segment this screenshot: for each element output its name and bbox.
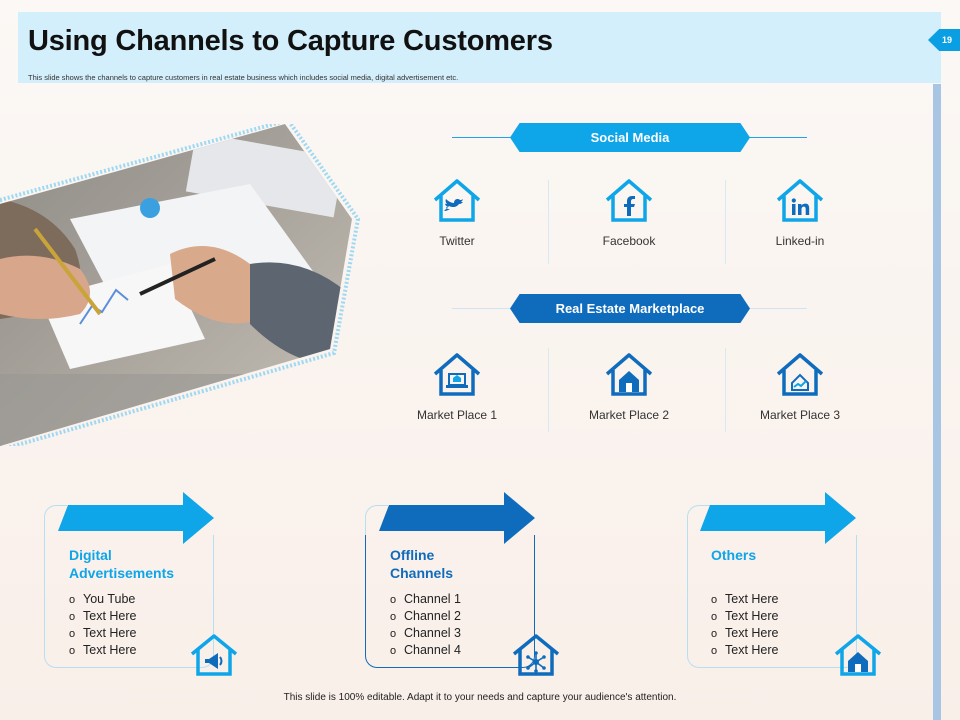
- card-title: Offline Channels: [390, 547, 454, 581]
- list-item: Text Here: [711, 591, 779, 608]
- market-place-label: Market Place 3: [759, 408, 841, 422]
- separator: [725, 348, 726, 432]
- market-place-label: Market Place 2: [588, 408, 670, 422]
- channel-label: Linked-in: [775, 234, 825, 248]
- card-frame-top: [365, 505, 388, 536]
- offline-channels-card: [365, 535, 535, 668]
- list-item: Text Here: [69, 642, 137, 659]
- separator: [548, 180, 549, 264]
- arrow-banner: [379, 492, 535, 549]
- business-meeting-photo: [0, 117, 361, 453]
- home-house-icon: [569, 352, 689, 398]
- list-item: Text Here: [69, 608, 137, 625]
- list-item: Text Here: [711, 642, 779, 659]
- list-item: Channel 4: [390, 642, 461, 659]
- market-place-1[interactable]: Market Place 1: [397, 352, 517, 422]
- channel-linkedin[interactable]: Linked-in: [740, 178, 860, 248]
- channel-label: Twitter: [439, 234, 475, 248]
- card-frame-top: [44, 505, 67, 536]
- page-number-badge: 19: [928, 29, 960, 51]
- chart-house-icon: [740, 352, 860, 398]
- linkedin-house-icon: [740, 178, 860, 224]
- channel-facebook[interactable]: Facebook: [569, 178, 689, 248]
- slide-header: Using Channels to Capture Customers This…: [18, 12, 941, 83]
- list-item: Channel 2: [390, 608, 461, 625]
- list-item: Text Here: [711, 625, 779, 642]
- network-house-icon: [511, 633, 561, 682]
- list-item: Channel 1: [390, 591, 461, 608]
- market-place-label: Market Place 1: [416, 408, 498, 422]
- facebook-house-icon: [569, 178, 689, 224]
- channel-label: Facebook: [602, 234, 656, 248]
- right-accent-bar: [933, 84, 941, 720]
- channel-twitter[interactable]: Twitter: [397, 178, 517, 248]
- social-media-heading: Social Media: [510, 123, 750, 152]
- list-item: You Tube: [69, 591, 137, 608]
- slide-footer: This slide is 100% editable. Adapt it to…: [283, 692, 677, 703]
- slide-title: Using Channels to Capture Customers: [28, 25, 553, 57]
- megaphone-house-icon: [189, 633, 239, 682]
- separator: [548, 348, 549, 432]
- others-card: [687, 535, 857, 668]
- list-item: Text Here: [69, 625, 137, 642]
- arrow-banner: [700, 492, 856, 549]
- marketplace-heading: Real Estate Marketplace: [510, 294, 750, 323]
- market-place-3[interactable]: Market Place 3: [740, 352, 860, 422]
- card-title: Others: [711, 547, 757, 563]
- card-list: You Tube Text Here Text Here Text Here: [69, 591, 137, 659]
- home-house-icon: [833, 633, 883, 682]
- market-place-2[interactable]: Market Place 2: [569, 352, 689, 422]
- arrow-banner: [58, 492, 214, 549]
- card-list: Text Here Text Here Text Here Text Here: [711, 591, 779, 659]
- card-frame-top: [687, 505, 710, 536]
- card-title: Digital Advertisements: [69, 547, 175, 581]
- list-item: Channel 3: [390, 625, 461, 642]
- laptop-house-icon: [397, 352, 517, 398]
- card-list: Channel 1 Channel 2 Channel 3 Channel 4: [390, 591, 461, 659]
- digital-advertisements-card: [44, 535, 214, 668]
- separator: [725, 180, 726, 264]
- list-item: Text Here: [711, 608, 779, 625]
- slide-subtitle: This slide shows the channels to capture…: [28, 73, 459, 82]
- twitter-house-icon: [397, 178, 517, 224]
